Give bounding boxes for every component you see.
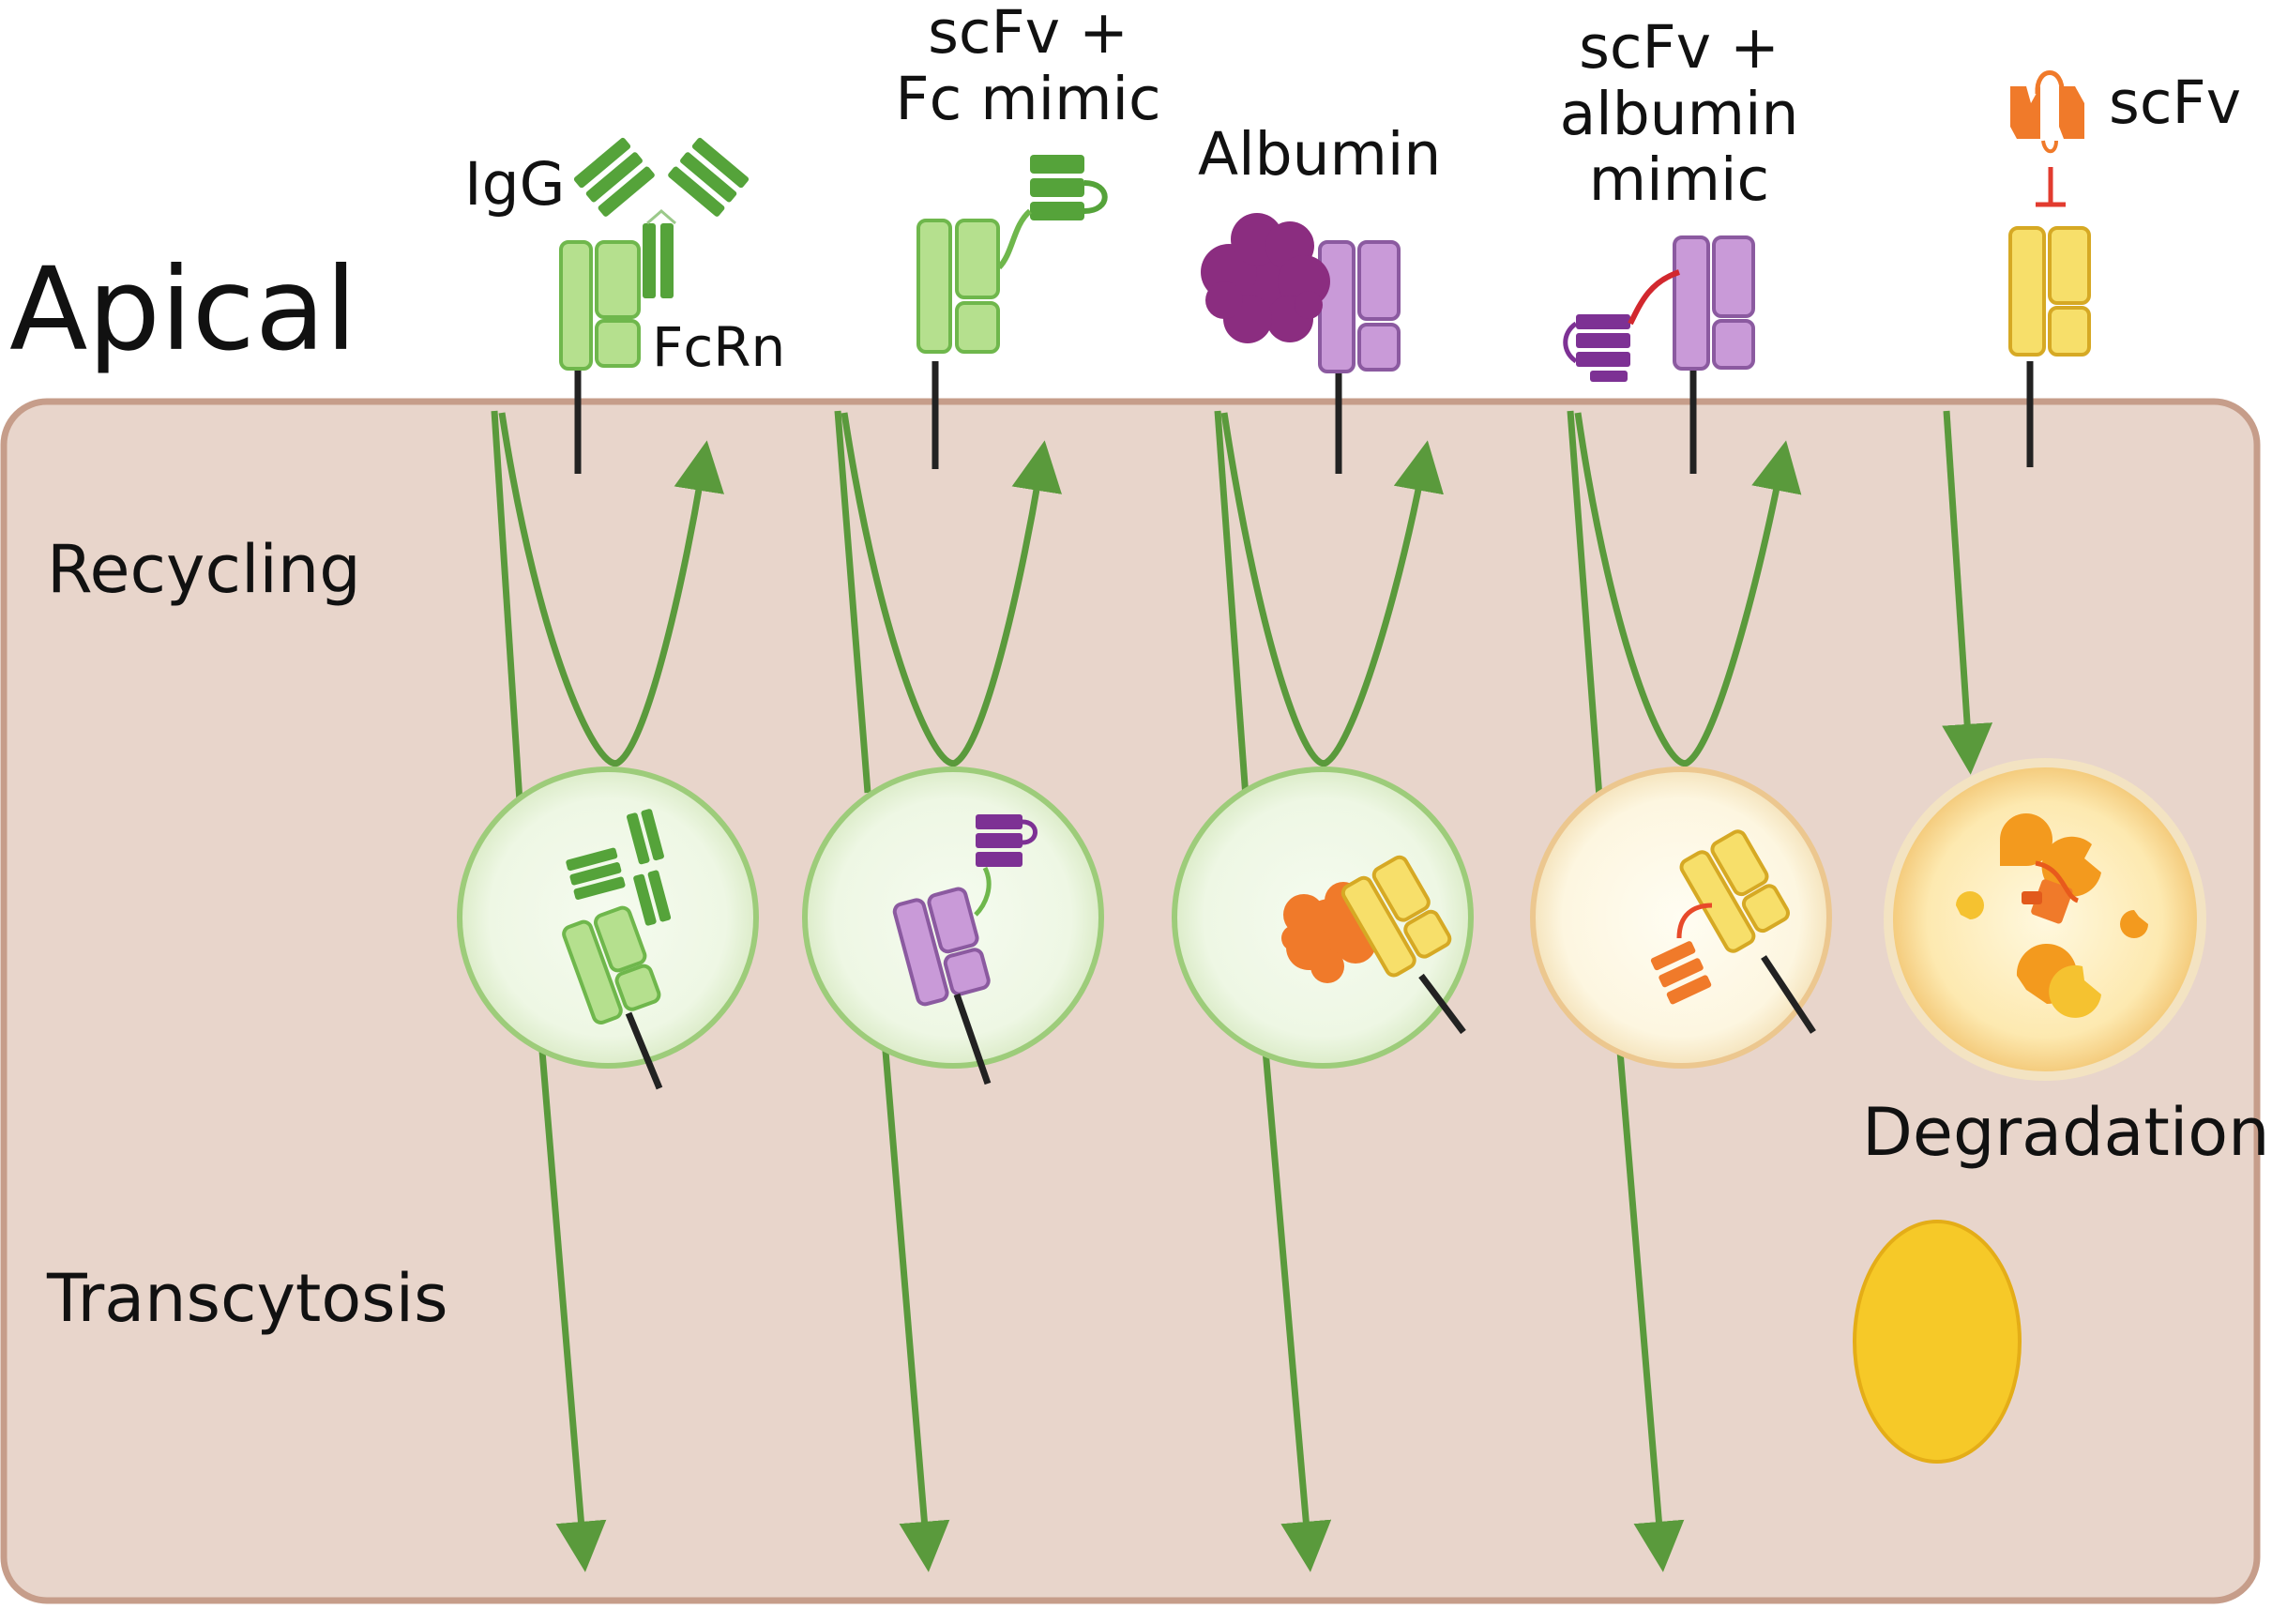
endosome-2	[802, 766, 1104, 1085]
pathway-albumin	[1172, 213, 1474, 1572]
transcytosis-label: Transcytosis	[47, 1260, 448, 1337]
fcrn-receptor-2	[916, 219, 1000, 469]
arrow-transcytosis-3	[1214, 410, 1250, 798]
ligand-label-albumin: Albumin	[1198, 120, 1442, 189]
pathway-scfv-albumin-mimic	[1530, 235, 1832, 1572]
albumin-protein	[1201, 213, 1330, 343]
pathway-scfv-degradation	[1853, 70, 2206, 1464]
arrow-recycling-3	[1220, 412, 1444, 767]
ligand-label-igg: IgG	[464, 150, 566, 219]
degraded-fragments	[1956, 813, 2148, 1018]
arrow-transcytosis-exit-1	[537, 1027, 607, 1572]
fcrn-receptor-4	[1673, 235, 1755, 474]
fcrn-receptor-3	[1318, 240, 1401, 474]
arrow-transcytosis-exit-2	[880, 1027, 950, 1572]
lysosome	[1884, 758, 2206, 1081]
endosome-4	[1530, 766, 1832, 1069]
arrow-recycling-4	[1574, 412, 1802, 767]
endosome-1	[457, 766, 759, 1090]
recycling-label: Recycling	[47, 531, 361, 608]
pathway-scfv-fc-mimic	[802, 155, 1108, 1572]
degradation-label: Degradation	[1862, 1094, 2270, 1171]
igg-antibody	[573, 137, 750, 298]
fcrn-receptor-5	[2008, 226, 2091, 467]
ligand-label-scfv: scFv	[2109, 68, 2241, 137]
arrow-transcytosis-1	[491, 410, 524, 817]
scfv-icon	[2010, 70, 2084, 154]
cell-body	[0, 398, 2261, 1604]
albumin-mimic-in-endosome	[1650, 903, 1713, 1005]
arrow-recycling-1	[498, 412, 724, 767]
endosome-3	[1172, 766, 1474, 1069]
arrow-transcytosis-2	[834, 410, 871, 794]
inhibition-symbol	[2036, 167, 2066, 207]
albumin-mimic	[1563, 269, 1681, 382]
nucleus	[1853, 1220, 2022, 1464]
pathway-igg	[457, 137, 759, 1572]
arrow-transcytosis-4	[1567, 410, 1603, 798]
ligand-label-scfv-albumin-mimic: scFv + albumin mimic	[1559, 13, 1799, 215]
apical-label: Apical	[9, 243, 357, 376]
arrow-transcytosis-exit-4	[1614, 1027, 1685, 1572]
ligand-label-scfv-fc-mimic: scFv + Fc mimic	[895, 0, 1161, 133]
fcrn-label: FcRn	[652, 315, 786, 379]
arrow-recycling-2	[841, 412, 1062, 767]
arrow-degradation	[1942, 410, 1993, 775]
fcrn-receptor-1	[559, 240, 641, 474]
arrow-transcytosis-exit-3	[1260, 1027, 1332, 1572]
fc-mimic	[996, 155, 1108, 270]
